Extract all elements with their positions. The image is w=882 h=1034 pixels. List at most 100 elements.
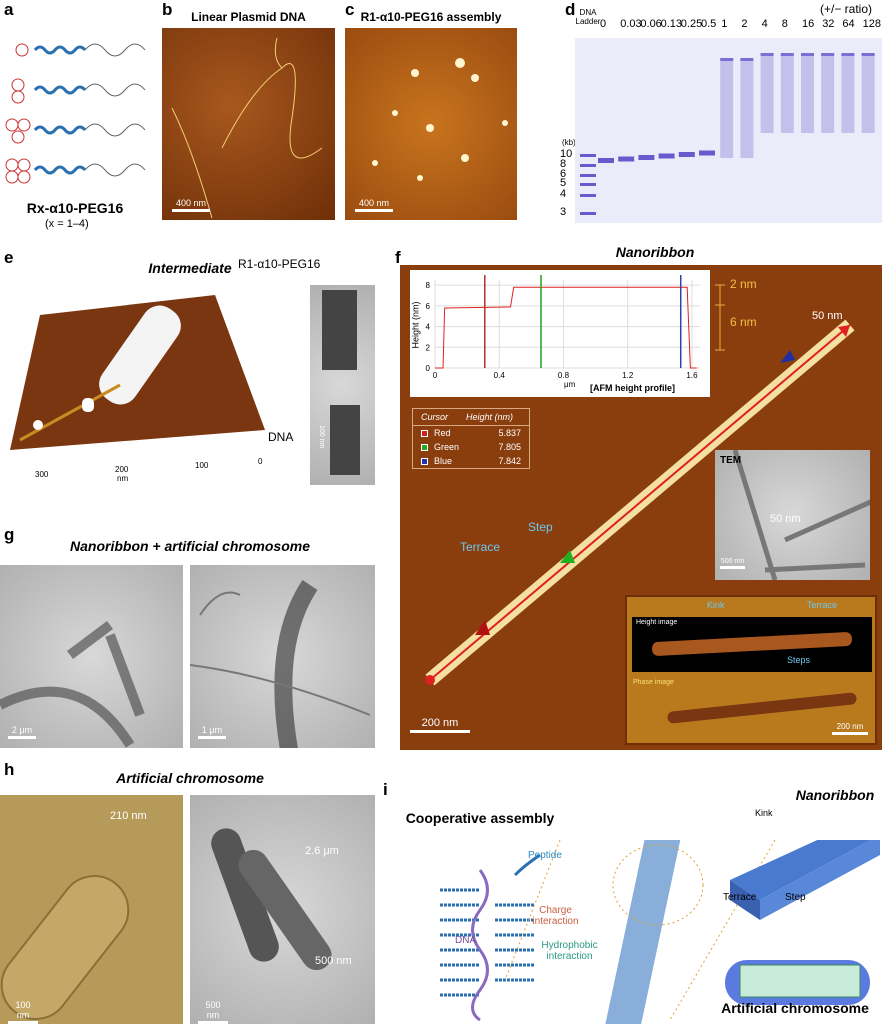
ladder-band bbox=[580, 154, 596, 157]
smear bbox=[821, 53, 835, 133]
peptide-schematic bbox=[5, 43, 146, 184]
afm-3d-intermediate bbox=[10, 295, 265, 450]
ytick: 0 bbox=[426, 364, 431, 373]
scale-bar: 500 nm bbox=[720, 558, 745, 569]
ladder-band bbox=[580, 212, 596, 215]
well-band bbox=[861, 53, 875, 56]
kb-label: (kb) bbox=[562, 138, 576, 147]
xtick: 0 bbox=[433, 371, 438, 380]
coop-title: Cooperative assembly bbox=[405, 810, 555, 826]
panel-c-title: R1-α10-PEG16 assembly bbox=[360, 10, 502, 24]
tem-mixed-right: 1 μm bbox=[189, 565, 375, 757]
tem-nanoribbon-image: TEM 50 nm 500 nm bbox=[715, 450, 870, 580]
tem-intermediate-image: 100 nm bbox=[310, 285, 375, 485]
xtick: 0.8 bbox=[558, 371, 570, 380]
panel-h-title: Artificial chromosome bbox=[116, 770, 264, 786]
ytick: 4 bbox=[426, 323, 431, 332]
profile-xlabel: μm bbox=[564, 380, 576, 389]
step-label: Step bbox=[528, 520, 553, 534]
ladder-band bbox=[580, 183, 596, 186]
ladder-size: 8 bbox=[560, 158, 567, 170]
smear bbox=[720, 58, 734, 158]
length-label: 2.6 μm bbox=[305, 845, 339, 857]
kink-label: Kink bbox=[755, 808, 773, 818]
dna-label: DNA bbox=[455, 935, 477, 946]
axis-unit: nm bbox=[117, 474, 129, 483]
panel-c-label: c bbox=[345, 0, 355, 19]
dna-band bbox=[618, 156, 635, 162]
smear bbox=[861, 53, 875, 133]
ladder-size: 3 bbox=[560, 206, 567, 218]
smear bbox=[801, 53, 814, 133]
dna-band bbox=[638, 155, 655, 160]
axis-tick: 0 bbox=[258, 457, 263, 466]
panel-d-label: d bbox=[565, 0, 576, 19]
ratio-label: (+/− ratio) bbox=[820, 2, 873, 16]
axis-tick: 200 bbox=[115, 465, 129, 474]
panel-i-label: i bbox=[383, 780, 388, 799]
profile-ylabel: Height (nm) bbox=[410, 301, 421, 349]
panel-g-title: Nanoribbon + artificial chromosome bbox=[70, 538, 310, 554]
kink-label: Kink bbox=[707, 600, 725, 610]
ladder-size: 6 bbox=[560, 168, 567, 180]
ladder-size: 5 bbox=[560, 177, 567, 189]
nanoribbon-model-title: Nanoribbon bbox=[795, 787, 875, 803]
lane-label: 32 bbox=[822, 18, 835, 30]
scale-bar: 2 μm bbox=[8, 725, 36, 739]
scale-bar: 200 nm bbox=[832, 722, 868, 735]
lane-label: 8 bbox=[781, 18, 788, 30]
xtick: 1.2 bbox=[622, 371, 634, 380]
scale-bar: 500 nm bbox=[198, 1000, 228, 1024]
ladder-band bbox=[580, 194, 596, 197]
terrace-label: Terrace bbox=[460, 540, 501, 554]
step-label: Step bbox=[785, 892, 806, 903]
lane-label: 0.25 bbox=[680, 18, 703, 30]
cursor-name: Green bbox=[434, 442, 460, 452]
cursor-name: Red bbox=[434, 428, 451, 438]
smear bbox=[841, 53, 855, 133]
tem-title: TEM bbox=[720, 455, 742, 466]
xtick: 0.4 bbox=[494, 371, 506, 380]
axis-tick: 300 bbox=[35, 470, 49, 479]
lane-label: 1 bbox=[721, 18, 728, 30]
chromosome-model-title: Artificial chromosome bbox=[721, 1000, 869, 1016]
lane-label: 0 bbox=[600, 18, 607, 30]
cursor-row: Green 7.805 bbox=[413, 440, 529, 454]
xtick: 1.6 bbox=[686, 371, 698, 380]
ytick: 6 bbox=[426, 302, 431, 311]
smear bbox=[760, 53, 774, 133]
lane-label: 2 bbox=[741, 18, 748, 30]
width-label: 50 nm bbox=[812, 310, 843, 322]
ytick: 2 bbox=[426, 343, 431, 352]
ladder-size: 4 bbox=[560, 188, 567, 200]
cursor-value: 7.805 bbox=[498, 442, 521, 452]
lane-label: 0.03 bbox=[620, 18, 642, 30]
well-band bbox=[801, 53, 814, 56]
dna-band bbox=[658, 153, 675, 159]
panel-f-title: Nanoribbon bbox=[615, 244, 695, 260]
afm-chromosome-image: 210 nm 100 nm bbox=[0, 795, 183, 1034]
cursor-swatch bbox=[421, 429, 428, 437]
well-band bbox=[821, 53, 835, 56]
lane-label: 0.5 bbox=[701, 18, 717, 30]
tem-width-label: 50 nm bbox=[770, 513, 801, 525]
profile-title: [AFM height profile] bbox=[590, 383, 675, 393]
height-phase-inset: Height image Steps Kink Terrace Phase im… bbox=[625, 595, 877, 745]
dna-band bbox=[699, 150, 715, 156]
tem-mixed-left: 2 μm bbox=[0, 565, 183, 748]
panel-e-label: e bbox=[4, 248, 14, 267]
dna-band bbox=[678, 152, 695, 157]
phase-image-title: Phase image bbox=[633, 679, 674, 686]
peptide-range: (x = 1–4) bbox=[45, 218, 89, 230]
lane-label: 0.06 bbox=[640, 18, 662, 30]
panel-e-title: Intermediate bbox=[148, 260, 232, 276]
afm-assembly-image: 400 nm bbox=[345, 28, 517, 220]
gel-image bbox=[575, 38, 882, 223]
scale-bar: 200 nm bbox=[410, 717, 470, 733]
scale-bar: 400 nm bbox=[355, 198, 393, 212]
assembly-schematic bbox=[440, 840, 880, 1024]
cursor-value: 7.842 bbox=[498, 456, 521, 466]
profile-line bbox=[435, 286, 697, 369]
smear bbox=[780, 53, 794, 133]
